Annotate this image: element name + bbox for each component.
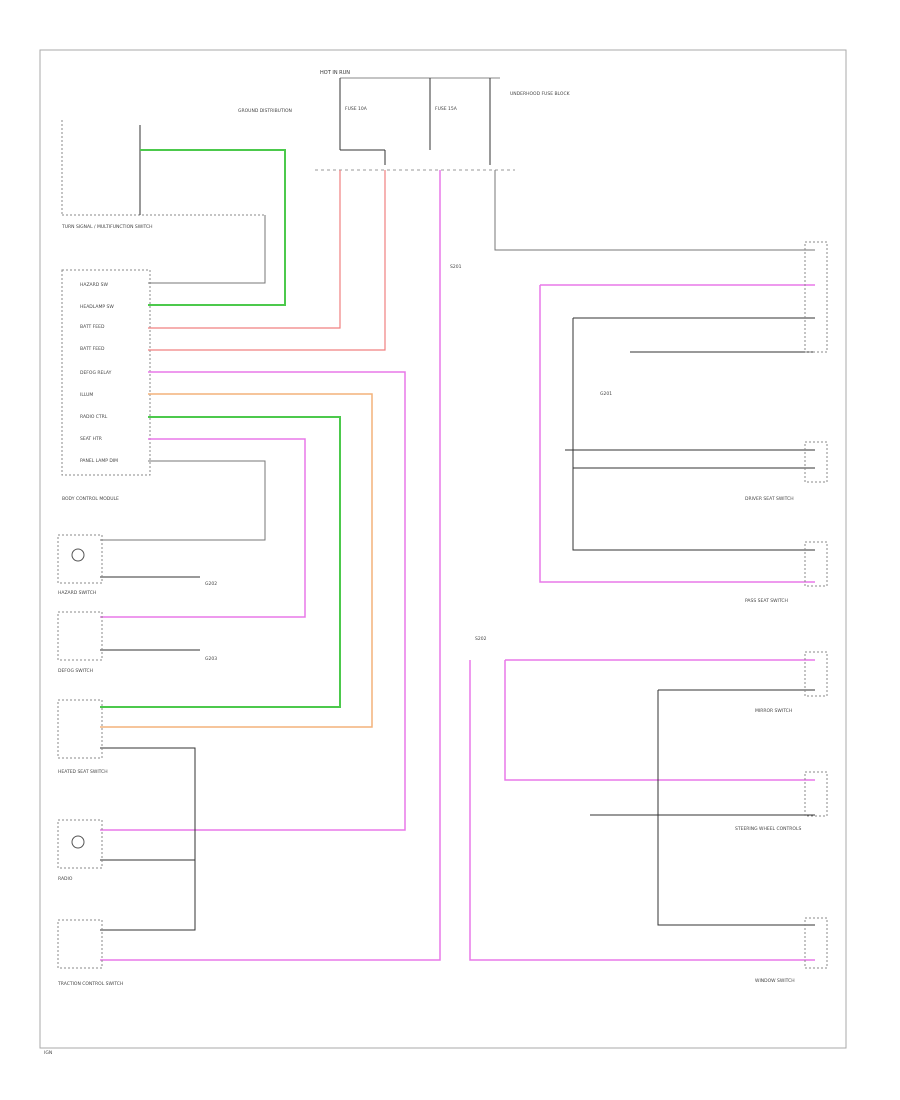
window-switch: WINDOW SWITCH — [755, 917, 828, 984]
pin1-label: HAZARD SW — [80, 282, 109, 288]
orange-wire — [100, 393, 373, 728]
steering-wheel-controls: STEERING WHEEL CONTROLS — [735, 771, 828, 832]
splice-s201-label: S201 — [450, 264, 462, 270]
black-wire-right-3 — [572, 318, 815, 551]
black-wire-right-1 — [494, 170, 815, 251]
ground-g201-label: G201 — [600, 391, 612, 397]
window-switch-label: WINDOW SWITCH — [755, 978, 795, 984]
hazard-switch-label: HAZARD SWITCH — [58, 590, 96, 596]
heated-seat-switch-label: HEATED SEAT SWITCH — [58, 769, 108, 775]
pass-seat-switch: PASS SEAT SWITCH — [745, 541, 828, 604]
ground-g202-label: G202 — [205, 581, 217, 587]
pin9-label: PANEL LAMP DIM — [80, 458, 118, 464]
ground-ref-label: GROUND DISTRIBUTION — [238, 108, 292, 114]
fuse-block: HOT IN RUN FUSE 10A FUSE 15A UNDERHOOD F… — [315, 70, 571, 171]
pass-seat-switch-label: PASS SEAT SWITCH — [745, 598, 788, 604]
black-wire-left-3 — [100, 747, 196, 861]
pink-wire-right-2 — [539, 285, 815, 583]
pin6-label: ILLUM — [80, 392, 93, 398]
fuse1-label: FUSE 10A — [345, 106, 368, 112]
splice-s202-label: S202 — [475, 636, 487, 642]
module-connector: HAZARD SW HEADLAMP SW BATT FEED BATT FEE… — [61, 269, 151, 502]
pin7-label: RADIO CTRL — [80, 414, 108, 420]
black-wire-right-8 — [657, 690, 815, 926]
pin5-label: DEFOG RELAY — [80, 370, 112, 376]
gray-wire-2 — [100, 460, 266, 541]
turn-signal-switch: TURN SIGNAL / MULTIFUNCTION SWITCH — [61, 120, 265, 230]
steering-controls-label: STEERING WHEEL CONTROLS — [735, 826, 801, 832]
right-connector-1 — [804, 241, 828, 353]
driver-seat-switch-label: DRIVER SEAT SWITCH — [745, 496, 794, 502]
pink-wire-right-5 — [469, 660, 815, 961]
mirror-switch: MIRROR SWITCH — [755, 651, 828, 714]
fuse2-label: FUSE 15A — [435, 106, 458, 112]
defog-switch-label: DEFOG SWITCH — [58, 668, 93, 674]
pink-wire-right-4 — [504, 660, 815, 781]
fuse-note-label: UNDERHOOD FUSE BLOCK — [510, 91, 571, 97]
pink-wire-2 — [100, 438, 306, 618]
green-wire-2 — [100, 416, 341, 708]
heated-seat-switch: HEATED SEAT SWITCH — [57, 699, 108, 775]
mirror-switch-label: MIRROR SWITCH — [755, 708, 792, 714]
defog-switch: DEFOG SWITCH — [57, 611, 103, 674]
gray-wire — [148, 215, 266, 284]
ground-g203-label: G203 — [205, 656, 217, 662]
driver-seat-switch: DRIVER SEAT SWITCH — [745, 441, 828, 502]
radio: RADIO — [57, 819, 103, 882]
pin2-label: HEADLAMP SW — [80, 304, 114, 310]
red-wire-2 — [148, 170, 386, 351]
red-wire-1 — [148, 170, 341, 329]
black-wire-left-4 — [100, 860, 196, 931]
traction-control-switch: TRACTION CONTROL SWITCH — [57, 919, 123, 987]
pink-wire-1 — [100, 371, 406, 831]
pin3-label: BATT FEED — [80, 324, 105, 330]
diagram-border — [39, 49, 847, 1049]
traction-switch-label: TRACTION CONTROL SWITCH — [57, 981, 123, 987]
turn-switch-label: TURN SIGNAL / MULTIFUNCTION SWITCH — [61, 224, 153, 230]
hazard-switch: HAZARD SWITCH — [57, 534, 103, 596]
radio-label: RADIO — [58, 876, 73, 882]
pin8-label: SEAT HTR — [80, 436, 102, 442]
pin4-label: BATT FEED — [80, 346, 105, 352]
fuse-source-label: HOT IN RUN — [320, 70, 350, 76]
pink-trunk — [100, 170, 441, 961]
footer-label: IGN — [44, 1050, 52, 1056]
green-wire — [140, 149, 286, 306]
module-label: BODY CONTROL MODULE — [62, 496, 119, 502]
